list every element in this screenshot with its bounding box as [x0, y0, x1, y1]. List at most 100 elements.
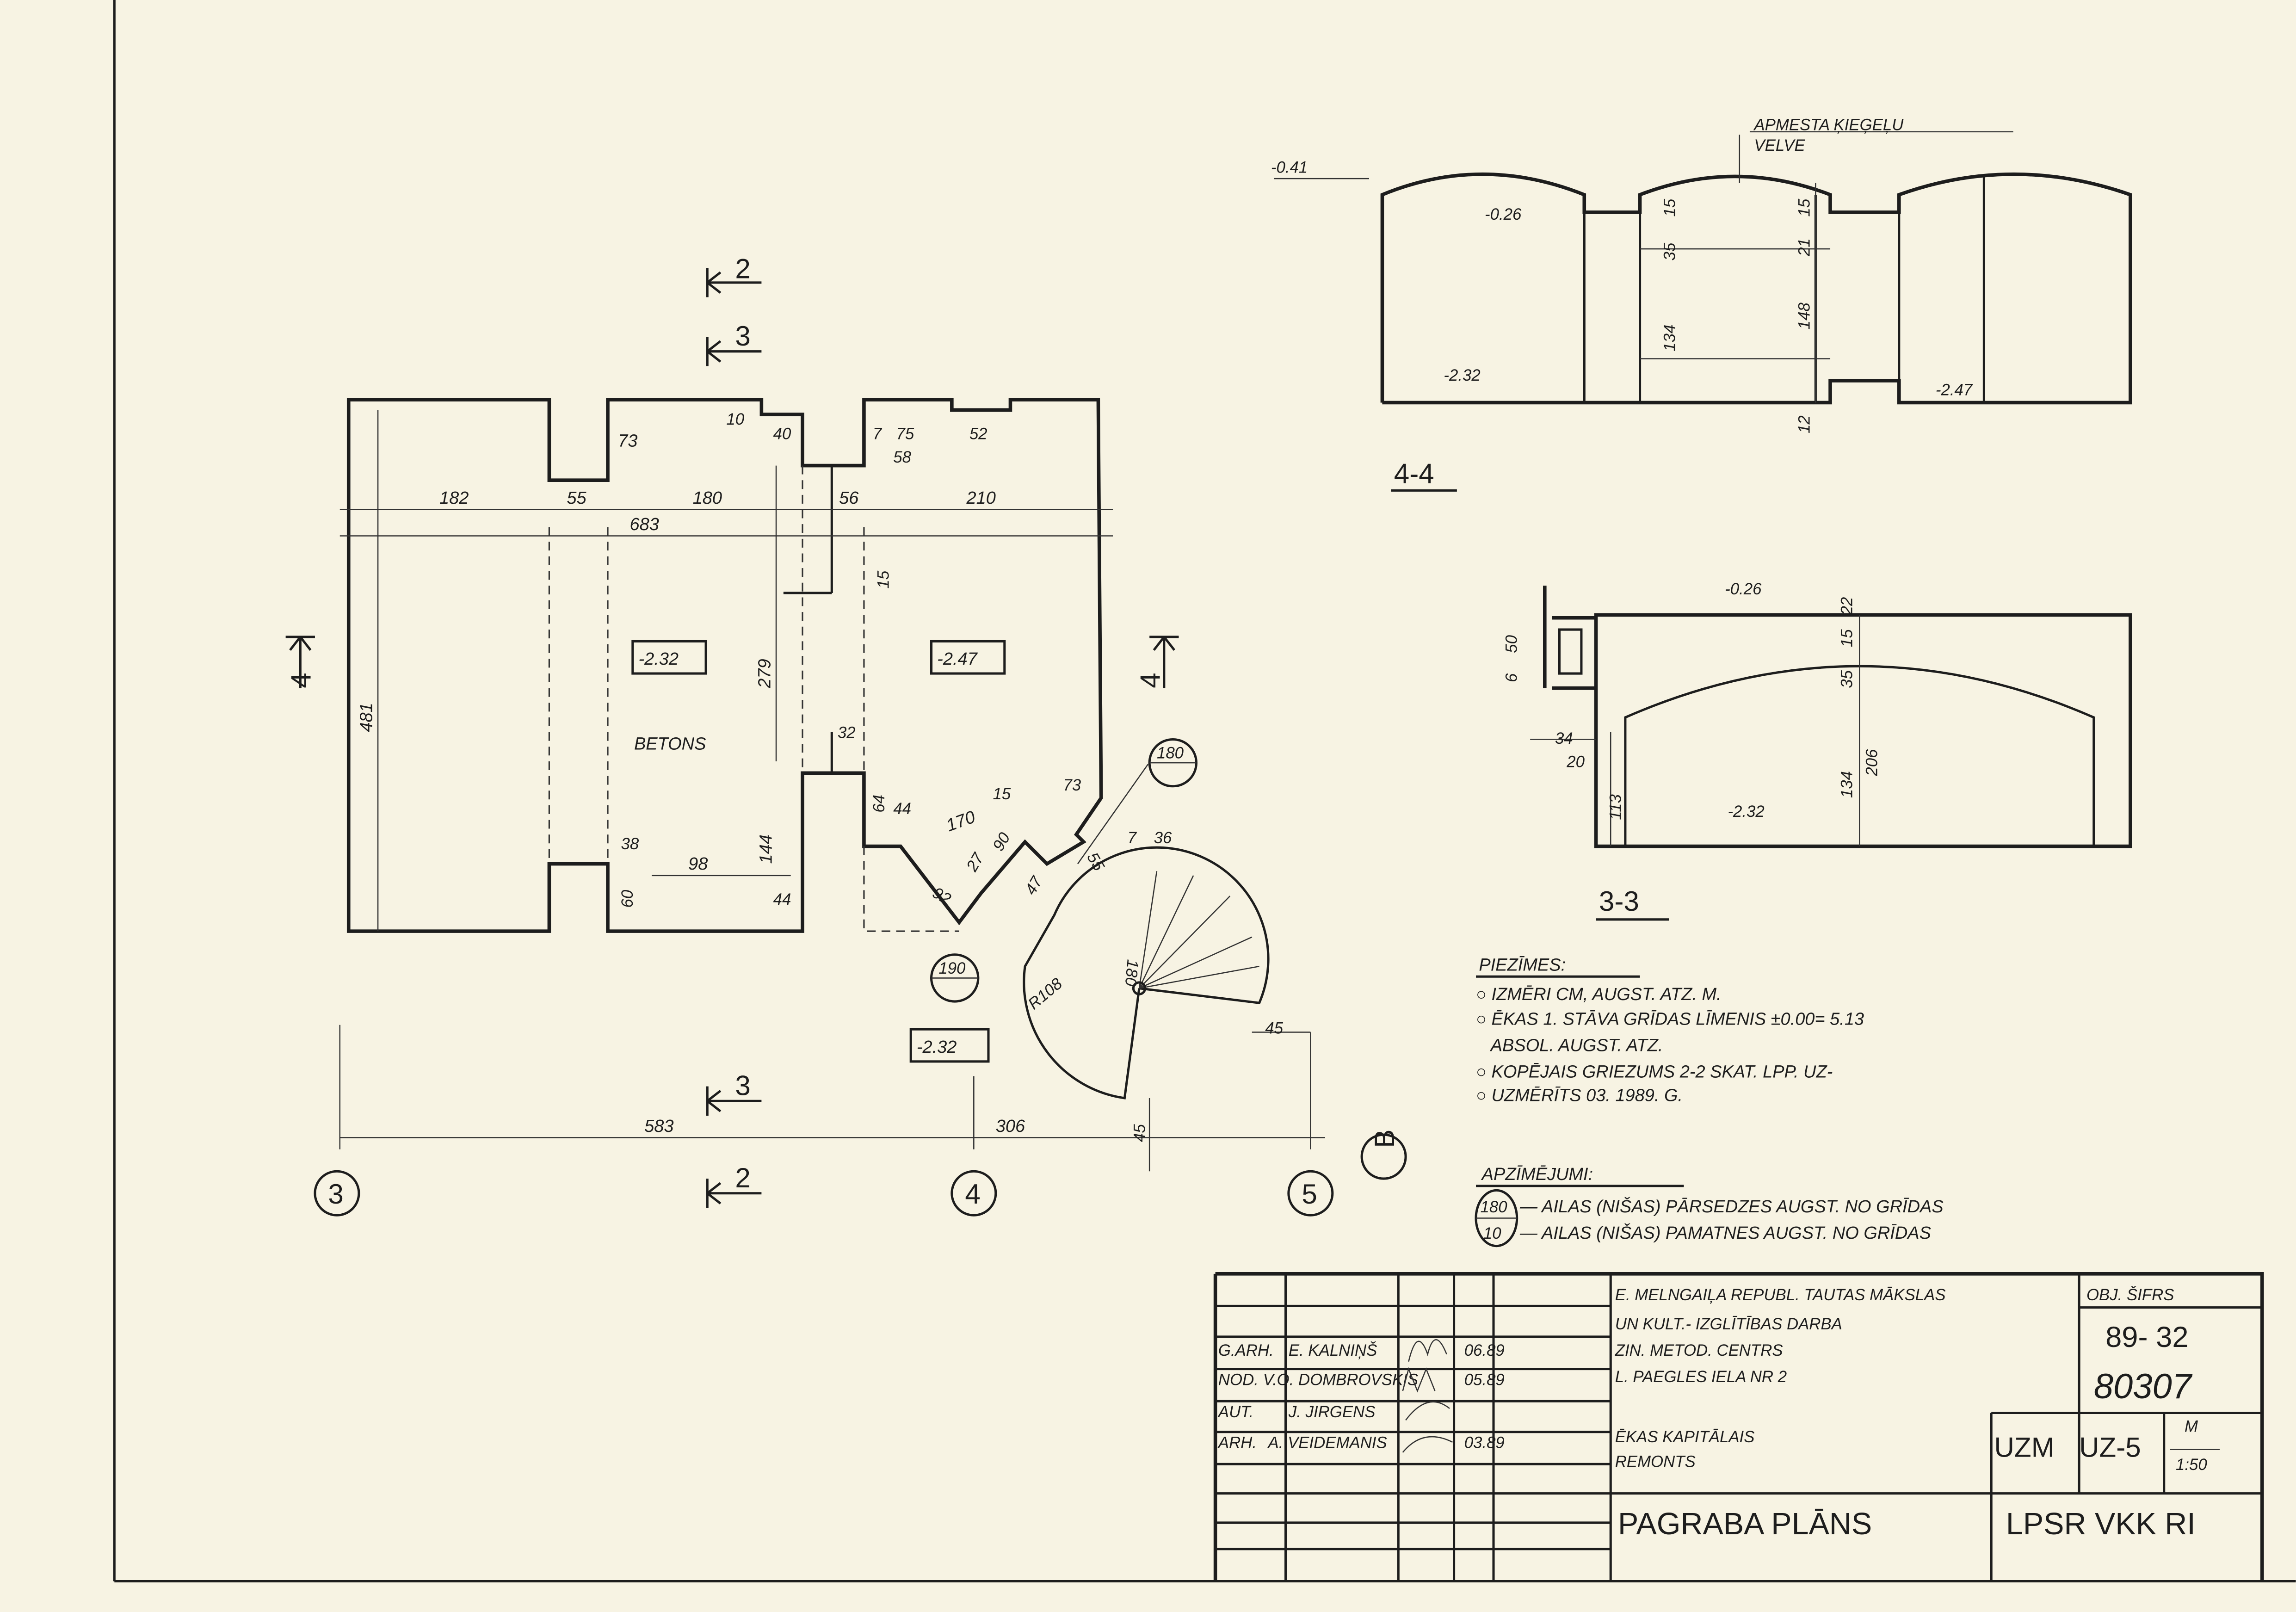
section-marker: 4 — [285, 636, 316, 688]
sheet-number: UZ-5 — [2079, 1432, 2141, 1463]
staff-date: 03.89 — [1464, 1433, 1505, 1451]
dim-label: 182 — [439, 488, 469, 508]
dim-label: 7 — [873, 425, 883, 443]
level-box — [631, 640, 707, 675]
dim-label: 50 — [1503, 635, 1521, 653]
dim-label: 58 — [893, 448, 911, 466]
work-line: REMONTS — [1615, 1453, 1696, 1471]
svg-text:3: 3 — [735, 321, 750, 352]
dim-label: 64 — [870, 795, 888, 813]
level-label: -2.32 — [638, 649, 679, 669]
dim-label: 35 — [1838, 670, 1856, 688]
note-item: ABSOL. AUGST. ATZ. — [1490, 1036, 1663, 1056]
dim-label: 180 — [693, 488, 722, 508]
note-item: ○ ĒKAS 1. STĀVA GRĪDAS LĪMENIS ±0.00= 5.… — [1476, 1010, 1864, 1029]
dim-label: 12 — [1796, 415, 1814, 433]
level-label: -2.32 — [1444, 366, 1480, 384]
scale-label: M — [2185, 1418, 2198, 1436]
svg-text:B: B — [1369, 1129, 1400, 1148]
level-box — [909, 1028, 990, 1063]
note-item: ○ UZMĒRĪTS 03. 1989. G. — [1476, 1086, 1683, 1105]
level-box — [930, 640, 1006, 675]
staff-name: J. JIRGENS — [1288, 1403, 1376, 1421]
callout-text: VELVE — [1754, 136, 1805, 154]
dim-label: 36 — [1154, 829, 1172, 847]
svg-text:2: 2 — [735, 1162, 750, 1193]
opening-tag: 190 — [930, 953, 980, 1003]
staff-date: 05.89 — [1464, 1371, 1505, 1389]
dim-label: 15 — [993, 785, 1011, 803]
dim-label: 306 — [996, 1117, 1025, 1136]
scale: 1:50 — [2176, 1456, 2207, 1474]
dim-label: 15 — [1796, 198, 1814, 216]
dim-label: 170 — [944, 807, 978, 835]
notes-heading: PIEZĪMES: — [1479, 956, 1566, 975]
section-title: 3-3 — [1599, 886, 1639, 917]
svg-text:180: 180 — [1157, 744, 1184, 762]
dimension-lines — [339, 410, 1326, 1172]
dim-label: 55 — [567, 488, 586, 508]
section-marker: 4 — [1135, 636, 1179, 688]
svg-text:180: 180 — [1481, 1198, 1508, 1216]
legend-heading: APZĪMĒJUMI: — [1481, 1165, 1593, 1184]
svg-text:10: 10 — [1483, 1224, 1501, 1242]
address: L. PAEGLES IELA NR 2 — [1615, 1368, 1787, 1386]
dim-label: 90 — [989, 829, 1014, 854]
dim-label: 40 — [773, 425, 791, 443]
staff-role: G.ARH. — [1218, 1341, 1274, 1359]
staff-role: NOD. V. — [1218, 1371, 1277, 1389]
grid-axis-3: 3 — [314, 1170, 360, 1217]
note-item: ○ IZMĒRI CM, AUGST. ATZ. M. — [1476, 985, 1722, 1004]
org-line: UN KULT.- IZGLĪTĪBAS DARBA — [1615, 1315, 1842, 1333]
dim-label: 44 — [893, 800, 911, 818]
dim-label: 10 — [726, 410, 744, 428]
staff-name: O. DOMBROVSKIS — [1277, 1371, 1419, 1389]
level-label: -2.32 — [1728, 803, 1764, 821]
section-marker: 2 — [706, 253, 762, 297]
level-label: -2.47 — [1936, 381, 1973, 399]
svg-text:5: 5 — [1302, 1179, 1317, 1210]
hidden-lines — [548, 465, 959, 932]
callout-text: APMESTA ĶIEĢEĻU — [1753, 116, 1904, 134]
dim-label: 210 — [966, 488, 996, 508]
notes-block: PIEZĪMES: ○ IZMĒRI CM, AUGST. ATZ. M. ○ … — [1476, 956, 1864, 1106]
dim-label: 134 — [1661, 325, 1679, 352]
stage: UZM — [1994, 1432, 2055, 1463]
material-label: BETONS — [634, 735, 706, 754]
section-marker: 2 — [706, 1162, 762, 1208]
dim-label: 481 — [357, 703, 376, 732]
dim-label: 73 — [618, 431, 637, 451]
dim-label: 148 — [1796, 302, 1814, 329]
svg-text:4: 4 — [285, 673, 316, 688]
dim-label: 279 — [755, 659, 774, 688]
spiral-stair — [1023, 846, 1270, 1099]
dim-label: 7 — [1128, 829, 1137, 847]
section-title: 4-4 — [1394, 458, 1434, 489]
dim-label: 583 — [644, 1117, 673, 1136]
dim-label: 34 — [1555, 729, 1573, 747]
level-label: -2.32 — [917, 1038, 957, 1057]
dim-label: 134 — [1838, 771, 1856, 798]
dim-label: 73 — [1063, 776, 1081, 794]
section-4-4: APMESTA ĶIEĢEĻU VELVE -0.41 -0.26 35 15 … — [1271, 116, 2132, 492]
grid-axis-b: B — [1360, 1129, 1407, 1180]
org-line: ZIN. METOD. CENTRS — [1615, 1341, 1783, 1359]
dim-label: 75 — [896, 425, 914, 443]
dim-label: 21 — [1796, 238, 1814, 257]
dim-label: 27 — [963, 849, 988, 875]
svg-text:3: 3 — [735, 1070, 750, 1101]
dim-label: 180 — [1122, 959, 1142, 988]
dim-label: 144 — [757, 834, 776, 864]
dim-label: 44 — [773, 890, 791, 908]
level-label: -0.41 — [1271, 159, 1308, 177]
legend-text: — AILAS (NIŠAS) PAMATNES AUGST. NO GRĪDA… — [1519, 1223, 1931, 1243]
dim-label: 47 — [1021, 873, 1046, 898]
section-3-3: -0.26 22 35 15 6 50 34 20 113 134 206 -2… — [1503, 580, 2132, 921]
object-code: 89- 32 — [2105, 1321, 2188, 1353]
staff-name: E. KALNIŅŠ — [1289, 1341, 1377, 1359]
dim-label: 15 — [875, 570, 893, 588]
org-line: E. MELNGAIĻA REPUBL. TAUTAS MĀKSLAS — [1615, 1286, 1946, 1304]
archive-number: 80307 — [2094, 1367, 2193, 1406]
dim-label: 20 — [1566, 753, 1585, 771]
institute: LPSR VKK RI — [2006, 1507, 2196, 1541]
